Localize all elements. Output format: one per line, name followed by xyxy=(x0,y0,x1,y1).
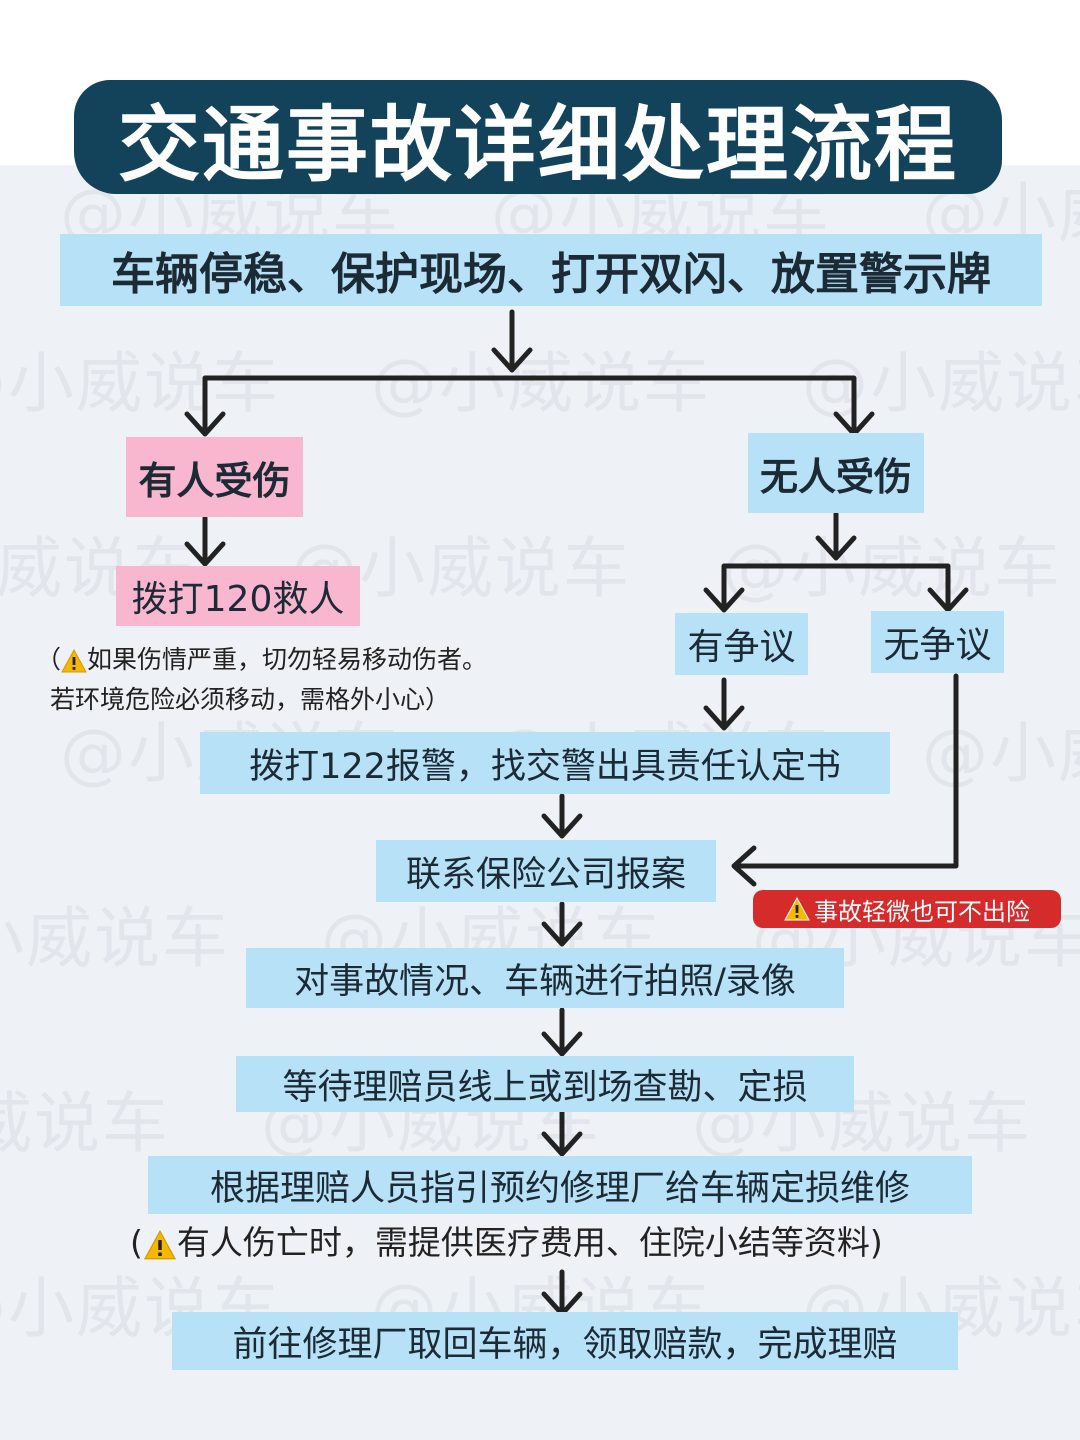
branch-not-injured-label: 无人受伤 xyxy=(759,454,912,499)
warning-triangle-icon xyxy=(61,649,87,673)
injury-note-open: （ xyxy=(36,645,62,674)
connector-line xyxy=(733,673,959,869)
branch-not-injured: 无人受伤 xyxy=(748,433,924,513)
injury-note-text-1: 如果伤情严重，切勿轻易移动伤者。 xyxy=(87,645,488,674)
injury-note-line-2: 若环境危险必须移动，需格外小心） xyxy=(36,680,487,720)
connector-line xyxy=(721,563,951,611)
step-call-122: 拨打122报警，找交警出具责任认定书 xyxy=(200,732,890,794)
step-wait-adjuster: 等待理赔员线上或到场查勘、定损 xyxy=(236,1056,854,1112)
arrowhead xyxy=(731,845,757,887)
step-secure-scene: 车辆停稳、保护现场、打开双闪、放置警示牌 xyxy=(60,234,1042,306)
repair-note: ( 有人伤亡时，需提供医疗费用、住院小结等资料) xyxy=(130,1222,883,1264)
branch-injured: 有人受伤 xyxy=(126,437,303,517)
arrowhead xyxy=(491,347,533,373)
branch-dispute-label: 有争议 xyxy=(687,627,796,668)
step-pickup-vehicle: 前往修理厂取回车辆，领取赔款，完成理赔 xyxy=(172,1312,958,1370)
arrowhead xyxy=(927,587,969,613)
branch-injured-label: 有人受伤 xyxy=(138,458,291,503)
arrowhead xyxy=(541,813,583,839)
branch-no-dispute: 无争议 xyxy=(871,611,1004,673)
step-photo-record: 对事故情况、车辆进行拍照/录像 xyxy=(246,948,844,1008)
arrowhead xyxy=(184,541,226,567)
title-banner: 交通事故详细处理流程 xyxy=(74,80,1002,194)
branch-dispute: 有争议 xyxy=(675,613,808,675)
step-repair: 根据理赔人员指引预约修理厂给车辆定损维修 xyxy=(148,1156,972,1214)
step-repair-label: 根据理赔人员指引预约修理厂给车辆定损维修 xyxy=(209,1168,910,1209)
branch-no-dispute-label: 无争议 xyxy=(883,625,992,666)
step-call-122-label: 拨打122报警，找交警出具责任认定书 xyxy=(249,746,841,787)
step-call-120: 拨打120救人 xyxy=(116,566,360,626)
step-wait-adjuster-label: 等待理赔员线上或到场查勘、定损 xyxy=(282,1067,808,1108)
injury-note-text-2: 若环境危险必须移动，需格外小心） xyxy=(50,685,451,714)
arrowhead xyxy=(184,411,226,437)
arrowhead xyxy=(815,535,857,561)
minor-accident-badge-text: 事故轻微也可不出险 xyxy=(814,897,1030,926)
step-contact-insurer: 联系保险公司报案 xyxy=(376,840,716,902)
injury-note: （ 如果伤情严重，切勿轻易移动伤者。 若环境危险必须移动，需格外小心） xyxy=(36,640,487,720)
connector-line xyxy=(202,375,857,435)
injury-note-line-1: （ 如果伤情严重，切勿轻易移动伤者。 xyxy=(36,640,487,680)
warning-triangle-icon xyxy=(143,1229,176,1259)
arrowhead xyxy=(541,1031,583,1057)
warning-triangle-icon xyxy=(784,897,810,921)
step-pickup-vehicle-label: 前往修理厂取回车辆，领取赔款，完成理赔 xyxy=(232,1324,898,1365)
minor-accident-badge: 事故轻微也可不出险 xyxy=(753,890,1061,928)
step-contact-insurer-label: 联系保险公司报案 xyxy=(405,854,686,895)
page-title: 交通事故详细处理流程 xyxy=(117,97,958,193)
step-secure-scene-label: 车辆停稳、保护现场、打开双闪、放置警示牌 xyxy=(111,249,991,300)
arrowhead xyxy=(541,921,583,947)
arrowhead xyxy=(541,1131,583,1157)
step-call-120-label: 拨打120救人 xyxy=(131,579,345,620)
arrowhead xyxy=(703,705,745,731)
repair-note-text: 有人伤亡时，需提供医疗费用、住院小结等资料) xyxy=(176,1223,883,1262)
repair-note-open: ( xyxy=(130,1223,143,1262)
step-photo-record-label: 对事故情况、车辆进行拍照/录像 xyxy=(294,961,796,1002)
arrowhead xyxy=(703,587,745,613)
